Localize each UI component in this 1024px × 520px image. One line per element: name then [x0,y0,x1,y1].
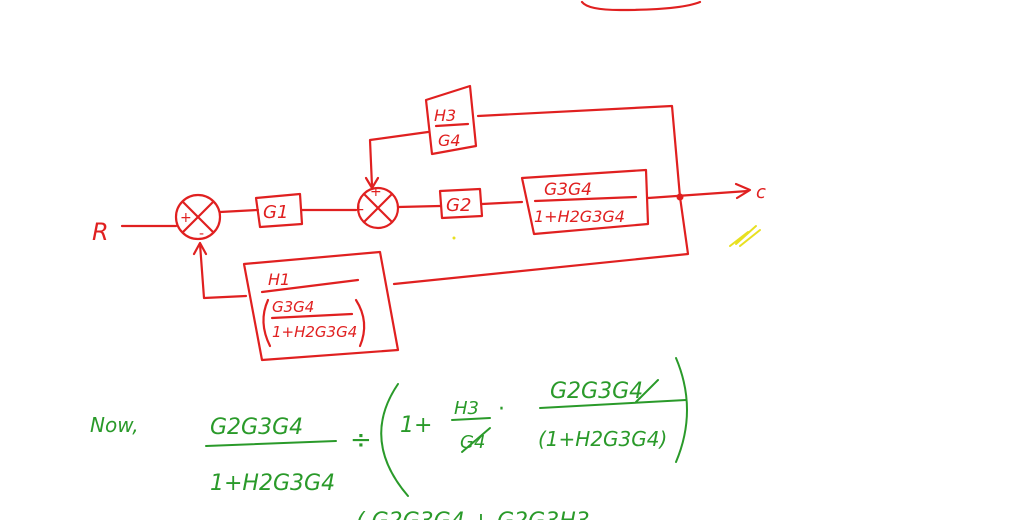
signal-line-g2-to-reduced [480,200,524,206]
output-label: c [756,182,766,203]
h1-label: H1 [268,270,290,289]
signal-line-sum2-to-g2 [396,204,442,209]
big-right-paren [675,357,688,463]
frac2-cancel-stroke [635,379,659,403]
one-plus-text: 1+ [400,413,432,438]
h3-arrowhead [364,176,380,190]
g4-label: G4 [438,131,461,150]
sum1-minus-sign: - [199,226,204,242]
h1-den-denominator: 1+H2G3G4 [272,323,357,341]
highlighter-mark [729,225,761,247]
block-h1-feedback: H1 G3G4 1+H2G3G4 [242,250,400,362]
block-h3-over-g4: H3 G4 [424,84,478,156]
h1-den-numerator: G3G4 [272,298,314,316]
reduced-numerator: G3G4 [544,180,592,200]
output-arrowhead [734,182,752,200]
g2-label: G2 [446,195,471,216]
h3-label: H3 [434,106,456,125]
multiply-dot: · [498,397,505,422]
now-label: Now, [90,413,139,437]
highlighter-dot [452,236,456,240]
sum1-plus-sign: + [180,210,192,226]
feedforward-path-top [476,104,682,199]
fraction-1: G2G3G4 1+H2G3G4 [205,415,337,496]
g4-cancel-stroke [461,427,491,453]
frac1-denominator: 1+H2G3G4 [210,471,335,496]
input-label: R [92,218,109,246]
feedback-arrowhead [192,241,208,256]
block-g1: G1 [254,192,304,229]
divide-sign: ÷ [350,425,372,455]
big-left-paren [380,383,409,497]
summing-junction-1: + - [174,193,222,242]
h3-path-to-sum2 [368,130,430,188]
h3-over-g4-fraction: H3 G4 [451,398,491,453]
fraction-2: G2G3G4 (1+H2G3G4) [538,379,687,451]
g1-label: G1 [263,202,288,223]
frac2-numerator: G2G3G4 [550,379,643,404]
block-g2: G2 [438,187,484,220]
reduced-denominator: 1+H2G3G4 [534,207,625,226]
top-partial-curve [580,0,702,12]
bottom-partial-expression: ( G2G3G4 + G2G3H3 [356,509,590,520]
summing-junction-2: + + [353,184,400,230]
signal-line-sum1-to-g1 [218,208,260,214]
math-h3-label: H3 [454,398,479,419]
output-signal-line [646,189,750,200]
frac1-numerator: G2G3G4 [210,415,303,440]
feedback-path-to-sum1 [198,242,248,300]
sum2-top-plus-sign: + [370,184,382,200]
frac2-denominator: (1+H2G3G4) [538,427,667,451]
sum2-left-plus-sign: + [353,202,365,218]
block-reduced-inner-loop: G3G4 1+H2G3G4 [520,168,650,236]
feedback-path-bottom [392,195,690,286]
